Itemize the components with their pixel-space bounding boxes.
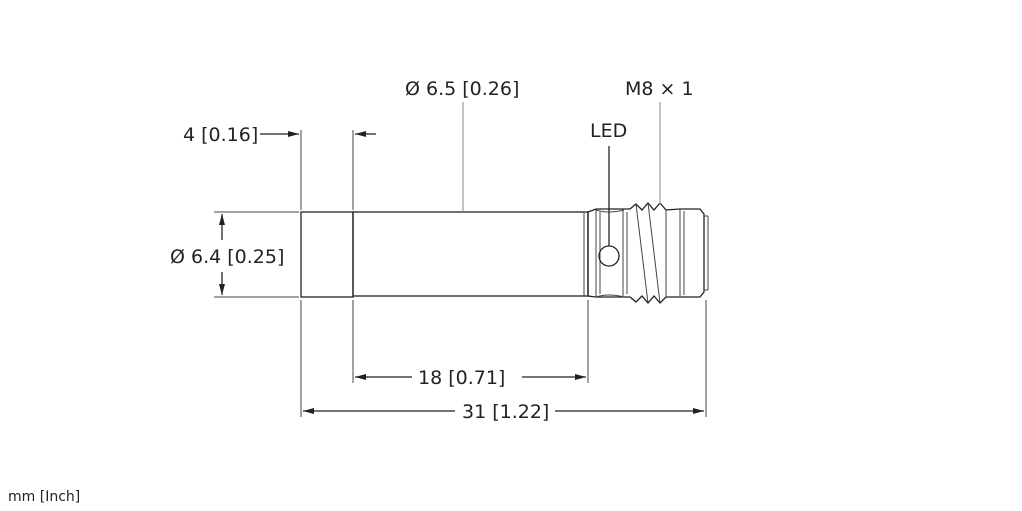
thread-label: M8 × 1	[625, 78, 694, 100]
total-length-label: 31 [1.22]	[462, 401, 549, 423]
body-diameter-label: Ø 6.5 [0.26]	[405, 78, 519, 100]
units-label: mm [Inch]	[8, 489, 80, 505]
tip-length-label: 4 [0.16]	[183, 124, 258, 146]
tip-diameter-label: Ø 6.4 [0.25]	[170, 246, 284, 268]
led-label: LED	[590, 120, 627, 142]
led-indicator	[598, 245, 620, 267]
sensor-outline	[300, 202, 709, 304]
body-length-label: 18 [0.71]	[418, 367, 505, 389]
